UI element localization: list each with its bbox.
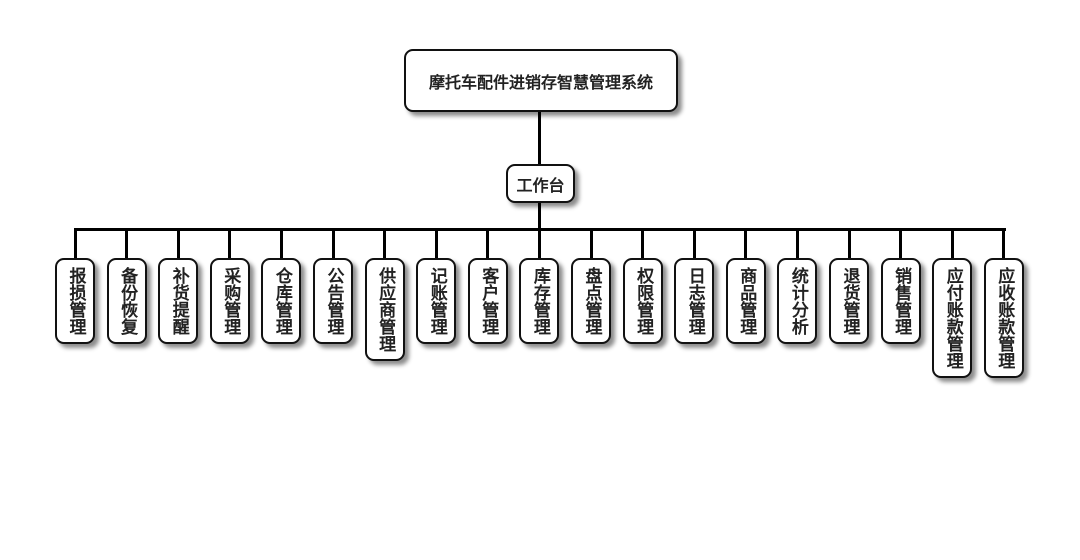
module-label: 仓库管理 — [271, 267, 292, 335]
connector-module — [589, 229, 593, 259]
module-node: 日志管理 — [674, 258, 715, 344]
module-node: 记账管理 — [416, 258, 457, 344]
module-node: 退货管理 — [829, 258, 869, 344]
module-node: 公告管理 — [313, 258, 353, 344]
connector-module — [692, 229, 696, 259]
connector-module — [228, 229, 232, 259]
module-label: 客户管理 — [478, 267, 499, 335]
connector-module — [383, 229, 387, 259]
module-label: 日志管理 — [684, 267, 705, 335]
module-label: 销售管理 — [891, 267, 912, 335]
module-node: 仓库管理 — [261, 258, 302, 344]
module-label: 供应商管理 — [375, 267, 396, 352]
module-node: 销售管理 — [880, 258, 921, 344]
module-label: 补货提醒 — [168, 267, 189, 335]
connector-root-hub — [538, 112, 541, 164]
module-node: 统计分析 — [777, 258, 818, 344]
connector-module — [899, 229, 903, 259]
module-node: 报损管理 — [55, 258, 95, 344]
module-label: 采购管理 — [220, 267, 241, 335]
module-node: 库存管理 — [519, 258, 560, 344]
connector-module — [279, 229, 283, 259]
module-node: 补货提醒 — [158, 258, 199, 344]
module-label: 应付账款管理 — [942, 267, 963, 369]
connector-module — [641, 229, 645, 259]
connector-module — [537, 229, 541, 259]
connector-module — [73, 229, 77, 259]
connector-module — [125, 229, 129, 259]
module-node: 商品管理 — [725, 258, 766, 344]
module-node: 应付账款管理 — [932, 258, 973, 378]
module-label: 报损管理 — [65, 267, 86, 335]
connector-module — [331, 229, 335, 259]
module-node: 客户管理 — [467, 258, 508, 344]
root-label: 摩托车配件进销存智慧管理系统 — [428, 72, 653, 92]
connector-module — [434, 229, 438, 259]
module-node: 盘点管理 — [571, 258, 611, 344]
module-label: 权限管理 — [633, 267, 654, 335]
connector-module — [176, 229, 180, 259]
connector-module — [950, 229, 954, 259]
module-label: 库存管理 — [529, 267, 550, 335]
connector-module — [847, 229, 851, 259]
hub-node: 工作台 — [506, 164, 575, 203]
module-node: 权限管理 — [622, 258, 663, 344]
connector-module — [795, 229, 799, 259]
root-node: 摩托车配件进销存智慧管理系统 — [404, 49, 678, 112]
connector-module — [486, 229, 490, 259]
module-node: 供应商管理 — [364, 258, 405, 361]
hub-label: 工作台 — [516, 175, 565, 195]
connector-module — [744, 229, 748, 259]
module-label: 统计分析 — [787, 267, 808, 335]
module-label: 公告管理 — [323, 267, 344, 335]
module-label: 退货管理 — [839, 267, 860, 335]
module-label: 盘点管理 — [581, 267, 602, 335]
connector-module — [1002, 229, 1006, 259]
module-node: 备份恢复 — [106, 258, 147, 344]
module-label: 商品管理 — [736, 267, 757, 335]
module-node: 应收账款管理 — [983, 258, 1024, 378]
module-label: 应收账款管理 — [994, 267, 1015, 369]
module-label: 备份恢复 — [117, 267, 138, 335]
module-label: 记账管理 — [426, 267, 447, 335]
connector-hub-bus — [538, 203, 541, 230]
module-node: 采购管理 — [209, 258, 250, 344]
